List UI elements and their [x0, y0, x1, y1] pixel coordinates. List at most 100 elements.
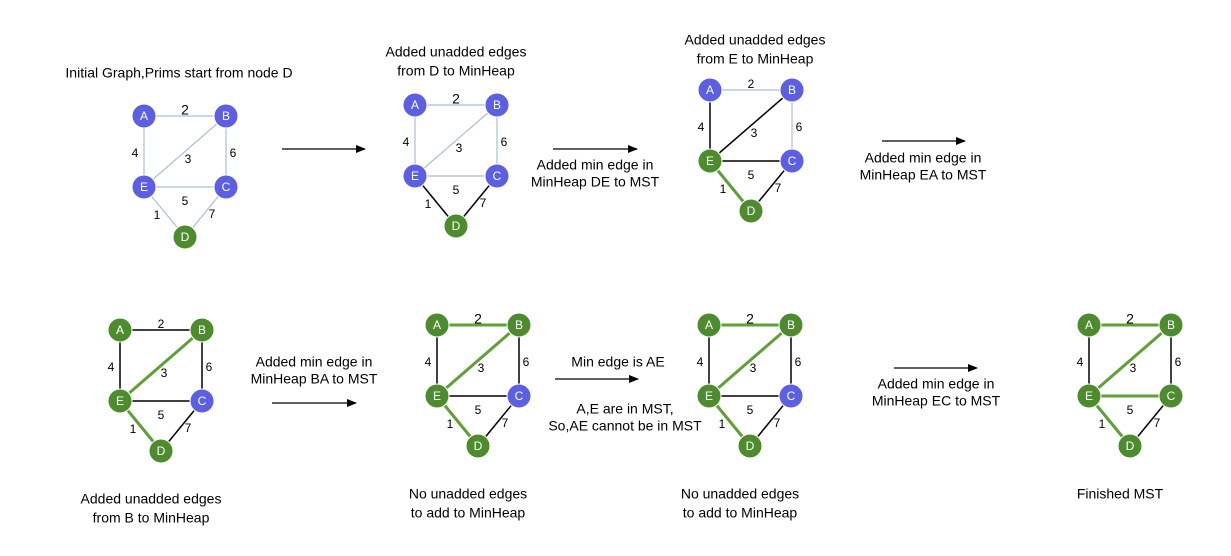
edge-weight-bc: 6 [501, 135, 508, 149]
node-label: E [1085, 389, 1093, 403]
node-label: E [706, 154, 714, 168]
node-circle [737, 433, 763, 459]
transition-label-below: A,E are in MST, [576, 401, 673, 417]
edge-weight-ed: 1 [154, 208, 161, 222]
node-d: D [737, 433, 763, 459]
node-circle [1117, 433, 1143, 459]
edge-weight-be: 3 [750, 361, 757, 375]
node-c: C [778, 383, 804, 409]
edge-weight-bc: 6 [796, 120, 803, 134]
edge-weight-ae: 4 [403, 135, 410, 149]
node-circle [131, 174, 157, 200]
edge-weight-ed: 1 [1099, 417, 1106, 431]
panel-caption-line: No unadded edges [409, 486, 527, 502]
node-label: D [747, 204, 756, 218]
edge-weight-ec: 5 [1127, 403, 1134, 417]
node-a: A [424, 312, 450, 338]
edge-weight-ab: 2 [181, 102, 189, 118]
node-circle [424, 383, 450, 409]
edge-be [436, 323, 520, 398]
transition-label-above: MinHeap BA to MST [251, 371, 378, 387]
node-label: D [474, 439, 483, 453]
edge-weight-ed: 1 [425, 197, 432, 211]
node-label: A [433, 318, 441, 332]
edge-weight-ec: 5 [748, 168, 755, 182]
node-circle [1076, 312, 1102, 338]
panel-caption-line: Added unadded edges [685, 32, 826, 48]
transition-label-below: So,AE cannot be in MST [548, 418, 702, 434]
node-b: B [779, 77, 805, 103]
edge-weight-bc: 6 [1175, 355, 1182, 369]
node-e: E [402, 163, 428, 189]
node-label: C [198, 394, 207, 408]
node-a: A [1076, 312, 1102, 338]
panel-caption-line: to add to MinHeap [683, 505, 798, 521]
panel-caption-line: Added unadded edges [81, 491, 222, 507]
panel-caption-line: from E to MinHeap [697, 51, 814, 67]
edge-weight-ed: 1 [130, 422, 137, 436]
node-circle [1158, 312, 1184, 338]
edge-weight-ec: 5 [453, 183, 460, 197]
transition-label-below: Added min edge in [878, 376, 995, 392]
node-label: C [222, 180, 231, 194]
node-a: A [697, 77, 723, 103]
node-a: A [402, 92, 428, 118]
edge-weight-ec: 5 [158, 408, 165, 422]
edge-weight-ae: 4 [425, 355, 432, 369]
node-d: D [172, 224, 198, 250]
node-d: D [465, 433, 491, 459]
node-b: B [778, 312, 804, 338]
node-label: D [157, 444, 166, 458]
panel-caption-line: No unadded edges [681, 486, 799, 502]
node-label: B [198, 323, 206, 337]
node-label: A [705, 318, 713, 332]
panel-caption-line: from D to MinHeap [397, 63, 515, 79]
edge-weight-ec: 5 [182, 194, 189, 208]
node-label: E [411, 169, 419, 183]
node-circle [1158, 383, 1184, 409]
node-e: E [107, 388, 133, 414]
node-a: A [696, 312, 722, 338]
edge-weight-ae: 4 [108, 360, 115, 374]
node-label: B [1167, 318, 1175, 332]
transition-label-below: Added min edge in [537, 157, 654, 173]
edge-be [414, 104, 498, 177]
panel-caption-line: from B to MinHeap [93, 510, 210, 526]
edge-be [709, 89, 793, 162]
node-circle [131, 103, 157, 129]
node-circle [738, 198, 764, 224]
node-label: C [787, 389, 796, 403]
node-label: A [116, 323, 124, 337]
edge-weight-cd: 7 [774, 416, 781, 430]
node-circle [172, 224, 198, 250]
edge-weight-ab: 2 [452, 91, 460, 107]
edge-weight-cd: 7 [775, 181, 782, 195]
node-circle [696, 383, 722, 409]
node-label: C [493, 169, 502, 183]
node-circle [506, 383, 532, 409]
edge-weight-bc: 6 [795, 355, 802, 369]
node-circle [484, 92, 510, 118]
edge-weight-ae: 4 [132, 146, 139, 160]
edge-weight-cd: 7 [1154, 416, 1161, 430]
node-label: A [140, 109, 148, 123]
edge-weight-ab: 2 [158, 317, 165, 331]
edge-weight-be: 3 [751, 126, 758, 140]
edge-weight-cd: 7 [502, 416, 509, 430]
edge-weight-ab: 2 [746, 311, 754, 327]
node-circle [697, 77, 723, 103]
node-label: B [493, 98, 501, 112]
node-b: B [189, 317, 215, 343]
node-label: C [788, 154, 797, 168]
node-label: A [1085, 318, 1093, 332]
panel-caption-line: Initial Graph,Prims start from node D [65, 65, 292, 81]
panel-caption-line: Added unadded edges [386, 44, 527, 60]
node-a: A [131, 103, 157, 129]
node-circle [443, 213, 469, 239]
node-label: E [116, 394, 124, 408]
edge-weight-be: 3 [1130, 361, 1137, 375]
